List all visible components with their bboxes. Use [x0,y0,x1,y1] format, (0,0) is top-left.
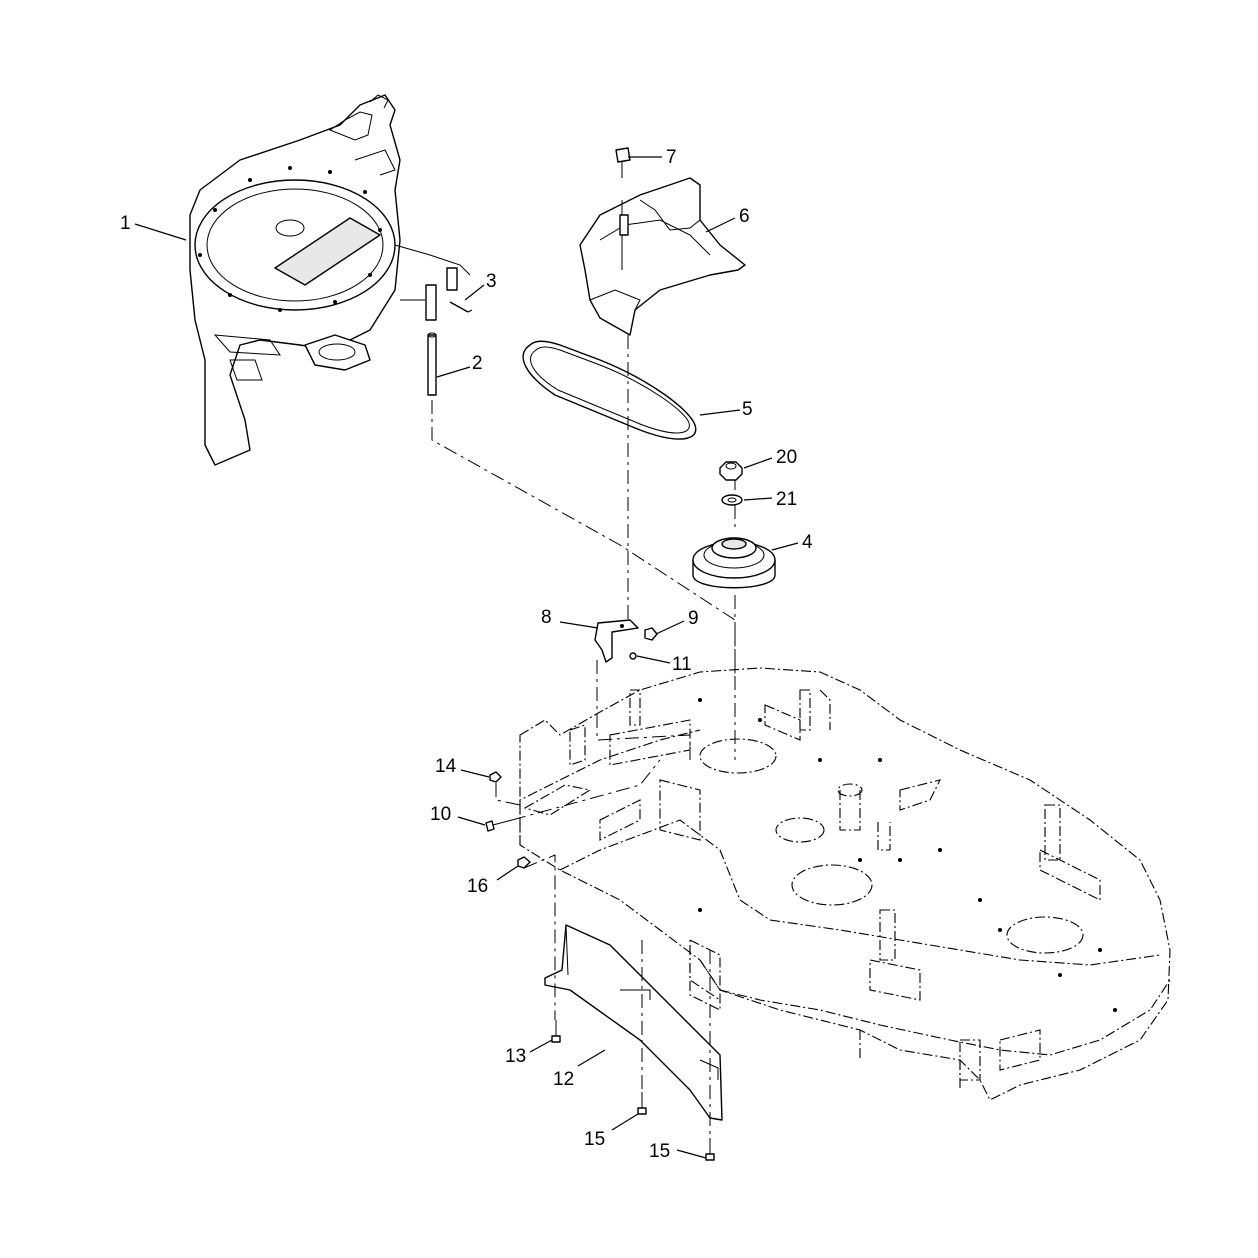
callout-21: 21 [776,489,797,510]
bolt-part-15a [637,1092,647,1115]
bolt-part-15b [705,1138,715,1161]
callout-labels: 1 2 3 4 5 6 7 8 9 10 11 12 13 14 15 15 1… [120,147,813,1162]
callout-7: 7 [666,147,677,168]
assembly-centerlines [431,335,736,1135]
belt-part-5 [522,340,697,440]
callout-8: 8 [541,607,552,628]
callout-1: 1 [120,213,131,234]
callout-4: 4 [802,532,813,553]
housing-rim-holes [198,166,382,312]
pulley-part-4 [692,537,776,589]
callout-20: 20 [776,447,797,468]
callout-15a: 15 [584,1129,605,1150]
hinge-rod-part-2 [425,267,458,396]
callout-5: 5 [742,399,753,420]
callout-6: 6 [739,206,750,227]
callout-15b: 15 [649,1141,670,1162]
callout-9: 9 [688,608,699,629]
bolt-part-10 [485,819,513,832]
callout-12: 12 [553,1069,574,1090]
bolt-part-13 [551,1020,561,1043]
mower-deck-phantom [519,667,1171,1101]
screw-part-7 [615,147,631,178]
blower-housing-part-1 [189,94,471,466]
washer-part-21 [721,494,743,506]
bracket-part-8 [594,619,639,663]
callout-14: 14 [435,756,457,777]
nut-part-9 [644,627,658,641]
callout-3: 3 [486,271,497,292]
deck-bolt-holes [698,698,1117,1012]
nut-part-16 [517,856,531,869]
nut-part-14 [489,771,502,783]
callout-10: 10 [430,804,451,825]
leader-lines [134,156,799,1159]
baffle-part-12 [544,924,723,1121]
callout-16: 16 [467,876,488,897]
pin-part-3 [449,301,473,313]
callout-2: 2 [472,353,483,374]
nut-part-20 [719,461,743,481]
pulley-cover-part-6 [579,177,746,336]
callout-13: 13 [505,1046,526,1067]
callout-11: 11 [672,654,692,675]
nut-part-11 [629,652,637,660]
